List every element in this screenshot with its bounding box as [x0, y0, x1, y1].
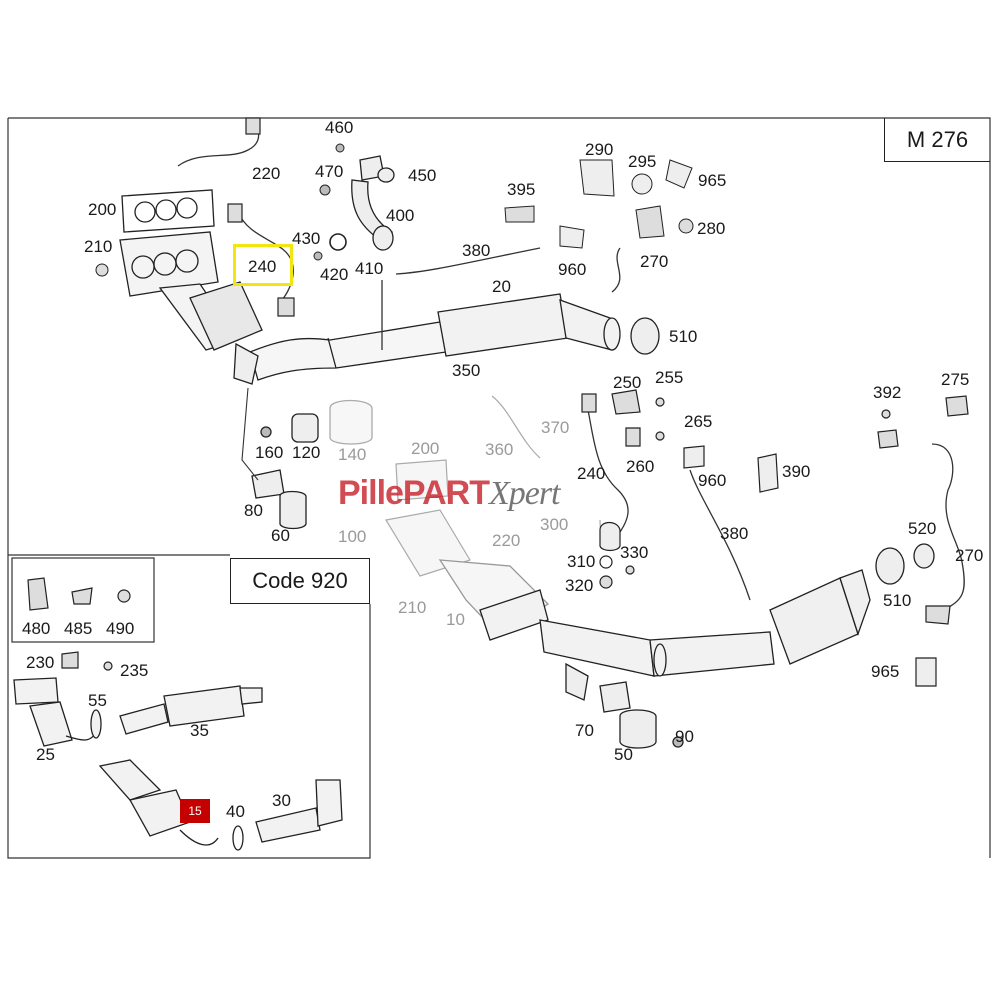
part-label-80: 80 — [244, 501, 263, 520]
part-label-240-lower: 240 — [577, 464, 606, 483]
front-pipe — [249, 321, 447, 381]
part-label-460: 460 — [325, 118, 354, 137]
part-label-210: 210 — [84, 237, 113, 256]
mount-parts-left — [233, 342, 373, 530]
clamp-510b — [875, 543, 935, 585]
part-label-965-lower: 965 — [871, 662, 900, 681]
part-label-295: 295 — [628, 152, 657, 171]
part-label-120: 120 — [292, 443, 321, 462]
part-label-260: 260 — [626, 457, 655, 476]
part-label-450: 450 — [408, 166, 437, 185]
part-label-360: 360 — [485, 440, 514, 459]
connector-460 — [227, 117, 295, 317]
part-label-310: 310 — [567, 552, 596, 571]
upper-exhaust-manifold — [119, 231, 263, 351]
part-label-400: 400 — [386, 206, 415, 225]
part-label-320: 320 — [565, 576, 594, 595]
part-label-430: 430 — [292, 229, 321, 248]
pipe-400 — [351, 155, 395, 251]
part-label-50: 50 — [614, 745, 633, 764]
part-label-960: 960 — [558, 260, 587, 279]
part-label-480: 480 — [22, 619, 51, 638]
part-label-275: 275 — [941, 370, 970, 389]
part-label-220-faded: 220 — [492, 531, 521, 550]
part-label-10: 10 — [446, 610, 465, 629]
o2-sensor-cables-lower — [587, 409, 965, 611]
part-label-300: 300 — [540, 515, 569, 534]
part-label-25: 25 — [36, 745, 55, 764]
part-label-230: 230 — [26, 653, 55, 672]
lower-catalyst-and-pipe — [438, 559, 775, 677]
rear-muffler — [769, 569, 871, 665]
part-label-265: 265 — [684, 412, 713, 431]
part-label-220: 220 — [252, 164, 281, 183]
part-label-470: 470 — [315, 162, 344, 181]
center-muffler — [437, 293, 621, 357]
part-label-90: 90 — [675, 727, 694, 746]
part-label-420: 420 — [320, 265, 349, 284]
part-label-100: 100 — [338, 527, 367, 546]
part-label-380-lower: 380 — [720, 524, 749, 543]
watermark-brand: PillePART — [338, 474, 490, 512]
part-label-235: 235 — [120, 661, 149, 680]
part-label-485: 485 — [64, 619, 93, 638]
part-label-40: 40 — [226, 802, 245, 821]
part-label-510-lower: 510 — [883, 591, 912, 610]
part-label-290: 290 — [585, 140, 614, 159]
part-label-270: 270 — [640, 252, 669, 271]
highlight-box-240 — [233, 244, 293, 286]
engine-model-code: M 276 — [884, 118, 990, 162]
part-label-60: 60 — [271, 526, 290, 545]
variant-code-box: Code 920 — [230, 558, 370, 604]
part-label-380: 380 — [462, 241, 491, 260]
watermark-suffix: Xpert — [488, 475, 561, 512]
part-label-270-lower: 270 — [955, 546, 984, 565]
upper-gasket — [121, 189, 215, 233]
lower-mounts — [565, 662, 684, 749]
part-label-140: 140 — [338, 445, 367, 464]
part-label-70: 70 — [575, 721, 594, 740]
faded-lower-manifold — [385, 395, 613, 577]
watermark: PillePARTXpert — [338, 474, 561, 513]
part-label-160: 160 — [255, 443, 284, 462]
part-label-330: 330 — [620, 543, 649, 562]
part-label-30: 30 — [272, 791, 291, 810]
part-label-395: 395 — [507, 180, 536, 199]
part-label-55: 55 — [88, 691, 107, 710]
part-label-410: 410 — [355, 259, 384, 278]
inset-small-parts — [27, 577, 131, 671]
lower-small-parts — [581, 389, 969, 687]
part-label-240-highlighted: 240 — [248, 257, 277, 276]
part-label-280: 280 — [697, 219, 726, 238]
part-label-255: 255 — [655, 368, 684, 387]
part-label-210-faded: 210 — [398, 598, 427, 617]
part-label-520: 520 — [908, 519, 937, 538]
part-label-35: 35 — [190, 721, 209, 740]
part-label-370: 370 — [541, 418, 570, 437]
part-label-200-faded: 200 — [411, 439, 440, 458]
clamp-510 — [630, 317, 660, 355]
part-label-200: 200 — [88, 200, 117, 219]
part-label-960-lower: 960 — [698, 471, 727, 490]
part-label-350: 350 — [452, 361, 481, 380]
part-label-392: 392 — [873, 383, 902, 402]
inset-code920-parts — [13, 677, 343, 851]
part-label-20: 20 — [492, 277, 511, 296]
highlight-label-15: 15 — [180, 799, 210, 823]
part-label-250: 250 — [613, 373, 642, 392]
part-label-965: 965 — [698, 171, 727, 190]
part-label-390: 390 — [782, 462, 811, 481]
part-label-490: 490 — [106, 619, 135, 638]
part-label-510: 510 — [669, 327, 698, 346]
